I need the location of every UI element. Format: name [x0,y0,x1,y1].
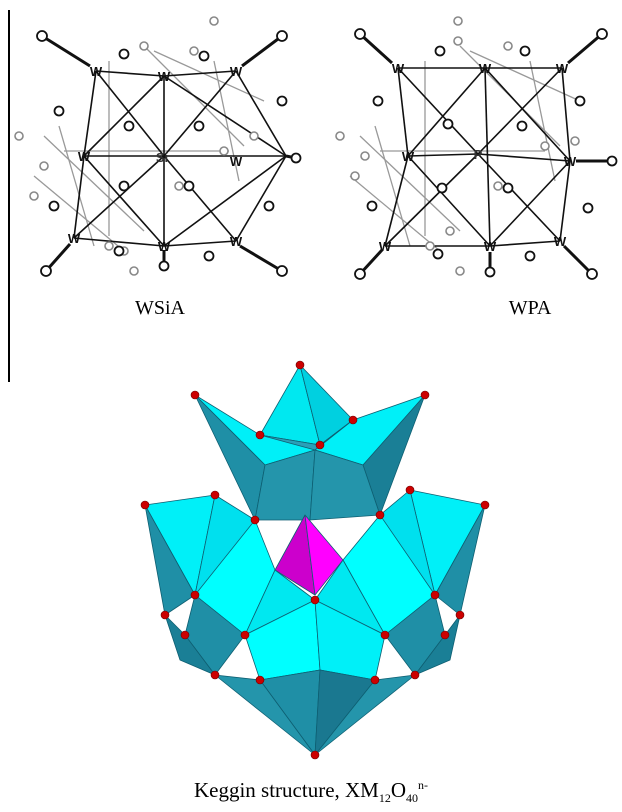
oxygen-vertex-balls [140,360,490,760]
svg-text:W: W [379,239,392,254]
svg-text:W: W [392,61,405,76]
wsia-structure-diagram: W W W W W W W W Si [14,6,304,281]
svg-text:W: W [68,231,81,246]
svg-text:W: W [230,64,243,79]
svg-text:W: W [479,61,492,76]
wsia-structure-svg: W W W W W W W W Si [14,16,302,277]
keggin-polyhedral-model [95,335,535,765]
wsia-tungsten-labels: W W W W W W W W [68,64,243,254]
svg-text:W: W [230,234,243,249]
wpa-structure-svg: W W W W W W W W P [335,16,618,280]
svg-text:W: W [230,154,243,169]
svg-text:W: W [484,239,497,254]
wpa-caption: WPA [508,297,552,319]
svg-text:W: W [158,69,171,84]
keggin-polyhedra-svg [140,360,490,760]
svg-text:W: W [564,154,577,169]
svg-text:W: W [556,61,569,76]
wsia-caption: WSiA [135,297,185,319]
keggin-caption: Keggin structure, XM12O40n- [193,778,429,806]
svg-text:W: W [402,149,415,164]
wsia-center-atom-label: Si [156,150,168,165]
wpa-structure-diagram: W W W W W W W W P [330,6,620,281]
wpa-center-atom-label: P [474,147,483,162]
vertical-divider-line [8,10,10,382]
svg-text:W: W [90,64,103,79]
wpa-tungsten-labels: W W W W W W W W [379,61,577,254]
svg-text:W: W [554,234,567,249]
svg-text:W: W [78,149,91,164]
svg-text:W: W [158,239,171,254]
